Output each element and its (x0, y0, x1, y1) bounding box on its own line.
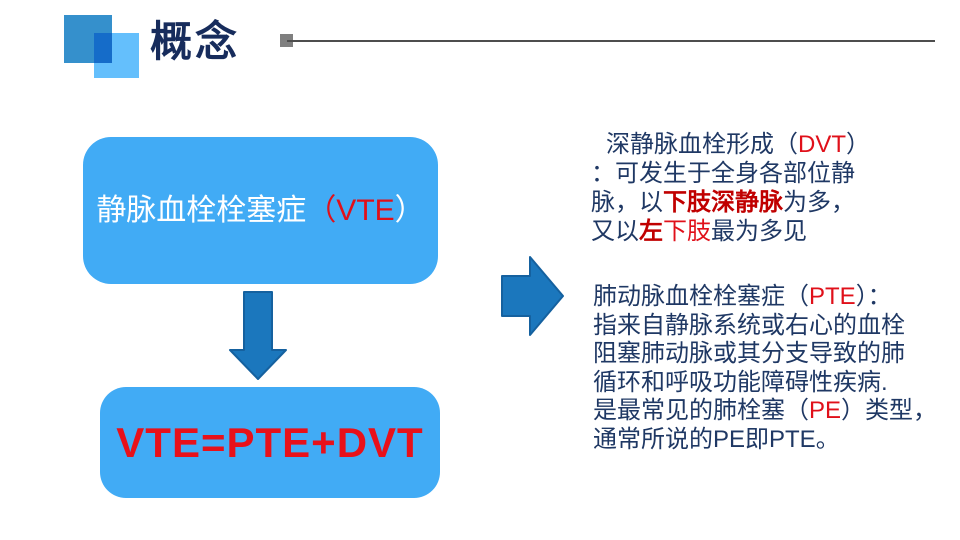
text-segment: 通常所说的PE即PTE。 (593, 425, 840, 453)
title-deco-square-front (94, 33, 139, 78)
text-segment: 又以 (591, 218, 639, 245)
text-line: 阻塞肺动脉或其分支导致的肺 (593, 340, 923, 369)
text-line: ：可发生于全身各部位静 (591, 159, 901, 188)
text-segment: ）类型， (841, 397, 938, 424)
text-segment: 左 (639, 218, 663, 245)
vte-formula-box: VTE=PTE+DVT (100, 387, 440, 498)
text-line: 肺动脉血栓栓塞症（PTE）： (593, 283, 923, 312)
text-line: 循环和呼吸功能障碍性疾病. (593, 369, 923, 398)
text-segment: ）： (855, 283, 892, 310)
text-segment: 为多， (783, 189, 855, 216)
text-segment: PTE (809, 283, 856, 310)
text-line: 通常所说的PE即PTE。 (593, 426, 923, 455)
text-line: 指来自静脉系统或右心的血栓 (593, 312, 923, 341)
text-segment: 静脉血栓栓塞症 (96, 193, 307, 227)
text-segment: 下肢 (663, 218, 711, 245)
header-rule-square (280, 34, 293, 47)
right-arrow-icon (501, 256, 564, 336)
vte-concept-text: 静脉血栓栓塞症（VTE） (96, 193, 424, 229)
page-title: 概念 (150, 18, 241, 65)
text-segment: ） (846, 131, 870, 158)
text-segment: 下肢深静脉 (663, 189, 783, 216)
pte-definition-paragraph: 肺动脉血栓栓塞症（PTE）：指来自静脉系统或右心的血栓阻塞肺动脉或其分支导致的肺… (593, 283, 937, 455)
text-segment: ） (394, 193, 425, 227)
text-segment: 循环和呼吸功能障碍性疾病. (593, 368, 888, 396)
text-segment: 阻塞肺动脉或其分支导致的肺 (593, 340, 905, 367)
down-arrow-icon (229, 291, 287, 380)
dvt-definition-paragraph: 深静脉血栓形成（DVT）：可发生于全身各部位静脉，以下肢深静脉为多，又以左下肢最… (591, 130, 901, 246)
text-segment: DVT (798, 131, 846, 158)
text-line: 深静脉血栓形成（DVT） (591, 130, 901, 159)
text-line: 是最常见的肺栓塞（PE）类型， (593, 397, 937, 426)
vte-concept-box: 静脉血栓栓塞症（VTE） (83, 137, 438, 284)
text-segment: （VTE (306, 193, 395, 227)
header-rule-line (287, 40, 935, 42)
text-segment: 是最常见的肺栓塞（ (593, 397, 809, 424)
text-segment: 最为多见 (711, 218, 807, 245)
text-line: 又以左下肢最为多见 (591, 217, 901, 246)
text-segment: ：可发生于全身各部位静 (591, 160, 855, 187)
text-segment: 肺动脉血栓栓塞症（ (593, 283, 809, 310)
vte-formula-text: VTE=PTE+DVT (116, 418, 424, 466)
text-segment: 脉，以 (591, 189, 663, 216)
text-segment: 指来自静脉系统或右心的血栓 (593, 311, 905, 339)
text-segment: PE (809, 397, 842, 424)
text-segment: 深静脉血栓形成（ (606, 131, 798, 158)
text-line: 脉，以下肢深静脉为多， (591, 188, 901, 217)
